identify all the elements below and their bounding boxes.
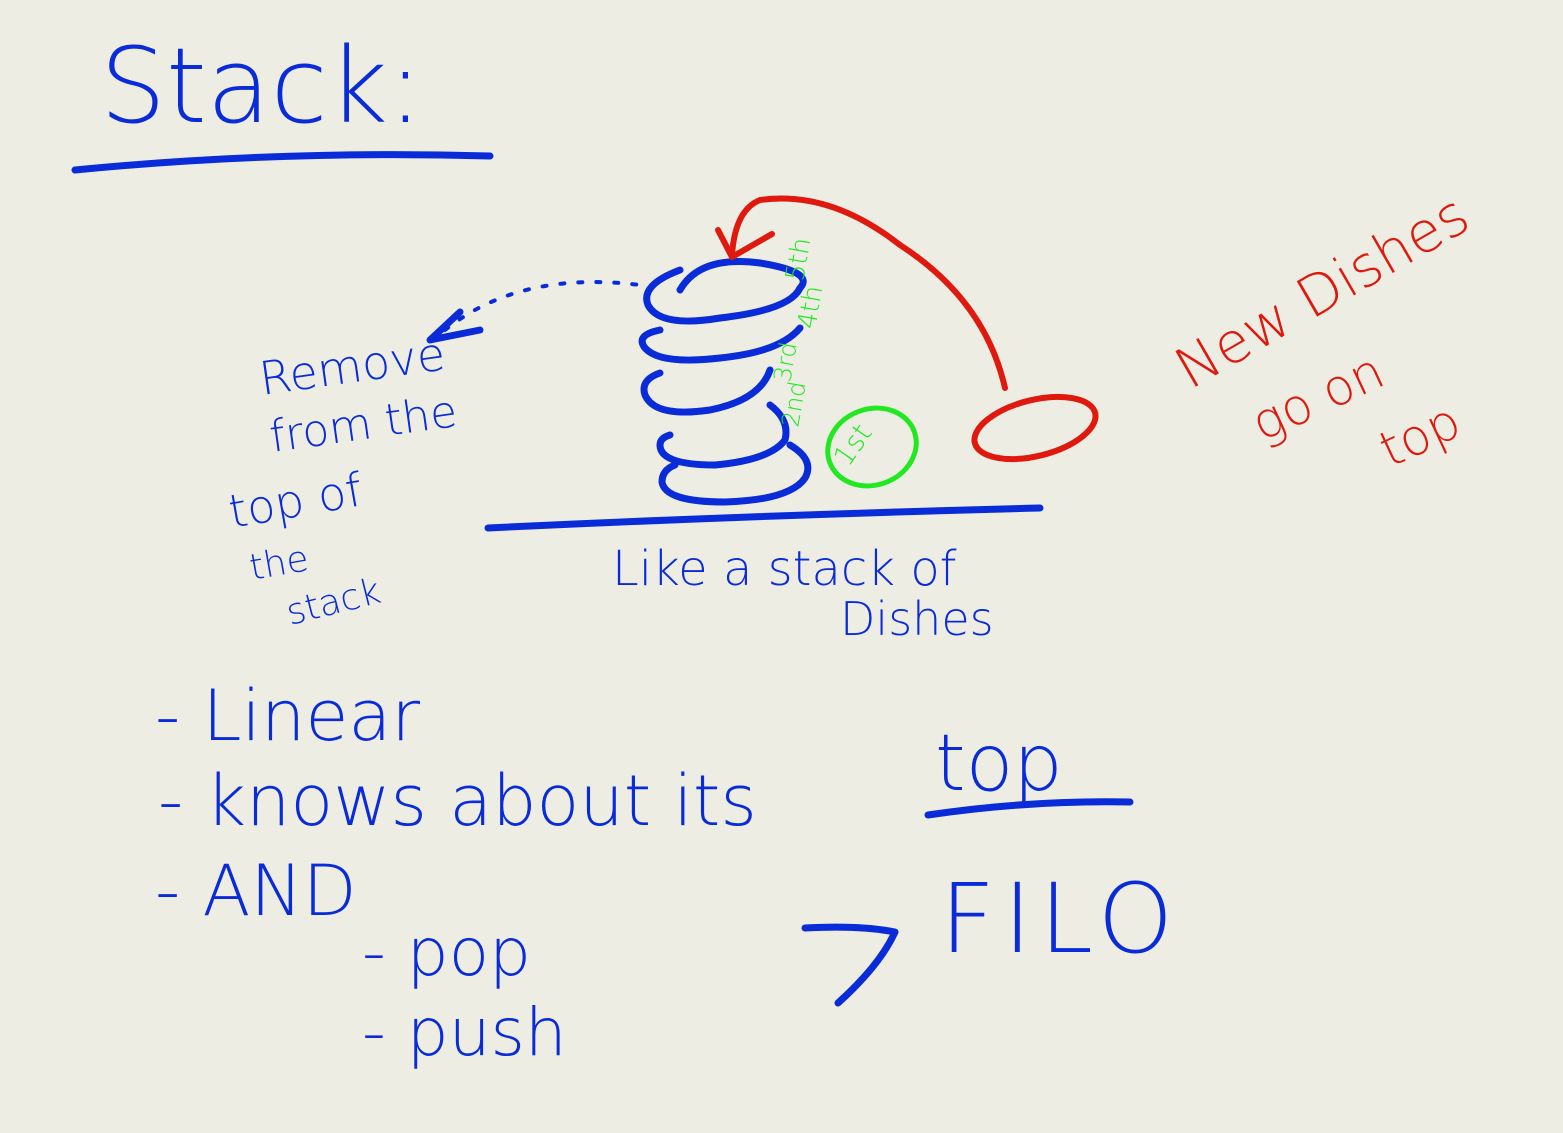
caption-line-2: Dishes: [840, 592, 994, 646]
bullet-knows-about: - knows about its: [158, 760, 757, 842]
new-dish: [971, 393, 1099, 463]
dish-2: [656, 401, 790, 469]
stack-label-1st: 1st: [827, 418, 879, 472]
stack-base-line: [484, 504, 1044, 532]
top-underline: [924, 798, 1134, 819]
dish-4: [638, 324, 804, 364]
first-label-circle: [825, 405, 919, 489]
caption-line-1: Like a stack of: [612, 541, 957, 597]
dish-3: [640, 366, 774, 416]
bullet-linear: - Linear: [155, 675, 420, 757]
remove-note-line-4: the: [246, 538, 311, 589]
sub-bullet-pop: - pop: [362, 914, 531, 991]
sub-bullet-push: - push: [362, 994, 567, 1071]
stack-label-4th: 4th: [792, 283, 829, 331]
new-dishes-note-line-3: top: [1371, 392, 1470, 479]
push-arrow: [729, 195, 1008, 391]
dish-1: [658, 441, 812, 506]
filo-label: FILO: [940, 863, 1181, 975]
stack-label-3rd: 3rd: [768, 340, 803, 384]
top-word: top: [935, 719, 1063, 809]
stack-label-5th: 5th: [780, 235, 817, 283]
bullet-and: - AND: [155, 850, 357, 932]
remove-arrow-dotted: [443, 280, 642, 332]
title-underline: [71, 151, 494, 174]
dish-5: [643, 258, 807, 325]
remove-arrowhead: [426, 308, 484, 344]
page-title: Stack:: [100, 25, 423, 147]
filo-bracket: [801, 923, 899, 1007]
stack-label-2nd: 2nd: [776, 379, 812, 429]
push-arrowhead: [715, 227, 775, 260]
dish-stack: [638, 258, 812, 506]
remove-note-line-3: top of: [225, 462, 367, 539]
